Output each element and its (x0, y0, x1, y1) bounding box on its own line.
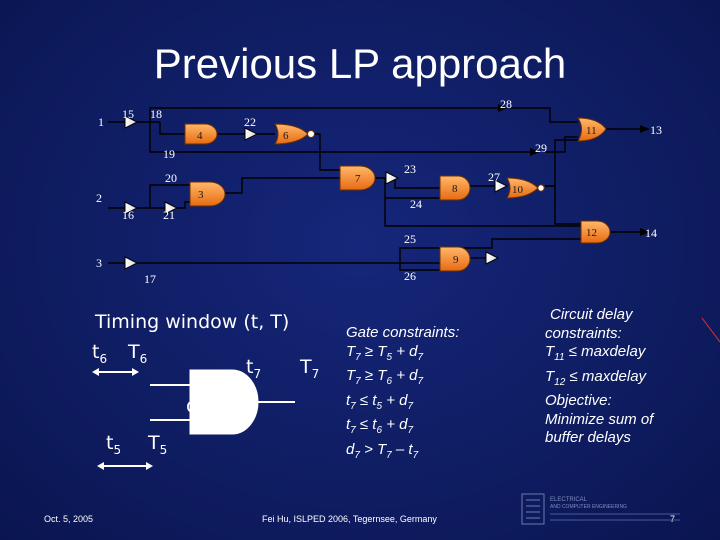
net-label-15: 15 (122, 107, 134, 121)
arrow-13 (640, 125, 650, 133)
constraint-4: t7 ≤ t6 + d7 (346, 416, 414, 436)
net-label-22: 22 (244, 115, 256, 129)
window-arrow-6-left (92, 368, 99, 376)
window-arrow-5-left (97, 462, 104, 470)
circuit-heading-2: constraints: (545, 324, 622, 342)
net-label-3: 3 (96, 256, 102, 270)
net-label-16: 16 (122, 208, 134, 222)
gate-12 (580, 220, 611, 244)
constraint-2: T7 ≥ T6 + d7 (346, 367, 424, 387)
footer-date: Oct. 5, 2005 (44, 514, 94, 524)
arrow-28 (498, 104, 508, 112)
page-number: 7 (670, 514, 676, 524)
gate-label-12: 12 (586, 227, 597, 239)
gate-label-6: 6 (283, 130, 289, 142)
net-label-24: 24 (410, 197, 422, 211)
logo-emblem (521, 493, 545, 525)
gate-11 (577, 117, 607, 142)
gate-6 (274, 123, 309, 145)
circuit-heading-1: Circuit delay (550, 306, 633, 323)
objective-label: Objective: (545, 392, 612, 409)
logo-emblem-lines (526, 499, 540, 519)
objective-line-2: buffer delays (545, 429, 631, 446)
gate-4 (184, 123, 218, 145)
gate-label-4: 4 (197, 130, 203, 142)
wires (108, 107, 640, 271)
window-arrow-5-right (146, 462, 153, 470)
arrow-14 (640, 228, 650, 236)
buffer-27 (494, 179, 509, 193)
buffer-17 (124, 256, 139, 270)
buffer-21 (164, 201, 179, 215)
logo-line-1: ELECTRICAL (550, 497, 588, 503)
net-label-19: 19 (163, 147, 175, 161)
buffer-16 (124, 201, 139, 215)
decorative-line (701, 317, 720, 343)
label-d7: d7 (186, 395, 206, 420)
net-label-23: 23 (404, 162, 416, 176)
output-arrows (498, 104, 650, 236)
buffer-26 (485, 251, 500, 265)
gate-label-11: 11 (586, 125, 597, 137)
gate-7 (339, 165, 376, 191)
buffer-22 (244, 127, 259, 141)
net-label-1: 1 (98, 115, 104, 129)
gates (184, 117, 611, 272)
gate-label-3: 3 (198, 189, 204, 201)
net-label-25: 25 (404, 232, 416, 246)
footer-citation: Fei Hu, ISLPED 2006, Tegernsee, Germany (262, 514, 437, 524)
net-label-26: 26 (404, 269, 416, 283)
net-label-20: 20 (165, 171, 177, 185)
gate-constraints-heading: Gate constraints: (346, 324, 460, 341)
label-t7: t7 (246, 356, 262, 381)
window-arrow-6-right (132, 368, 139, 376)
gate-10-bubble (537, 184, 545, 192)
constraint-1: T7 ≥ T5 + d7 (346, 342, 424, 363)
gate-10 (506, 177, 539, 199)
net-label-28: 28 (500, 97, 512, 111)
gate-label-7: 7 (355, 173, 361, 185)
net-label-21: 21 (163, 208, 175, 222)
gate-label-8: 8 (452, 183, 458, 195)
gate-3 (189, 181, 226, 207)
circuit-delay-constraints: Circuit delay constraints: T11 ≤ maxdela… (545, 306, 653, 448)
net-label-29: 29 (535, 141, 547, 155)
net-label-27: 27 (488, 170, 500, 184)
net-label-13: 13 (650, 123, 662, 137)
buffers (124, 115, 509, 270)
net-label-18: 18 (150, 107, 162, 121)
gate-8 (439, 175, 471, 201)
label-T6: T6 (128, 341, 148, 366)
arrow-29 (530, 148, 540, 156)
timing-window-heading: Timing window (t, T) (95, 311, 290, 333)
timing-window-graphic (92, 368, 295, 470)
buffer-15 (124, 115, 139, 129)
label-T5: T5 (148, 432, 168, 457)
gate-7-large (189, 369, 259, 435)
label-t5: t5 (106, 432, 122, 457)
gate-label-9: 9 (453, 254, 459, 266)
ece-logo: ELECTRICAL AND COMPUTER ENGINEERING (521, 493, 680, 525)
circuit-line-2: T12 ≤ maxdelay (545, 367, 647, 388)
circuit-line-1: T11 ≤ maxdelay (545, 343, 646, 363)
label-T7: T7 (300, 356, 320, 381)
constraint-3: t7 ≤ t5 + d7 (346, 391, 414, 412)
constraint-5: d7 > T7 – t7 (346, 440, 419, 461)
gate-label-10: 10 (512, 184, 524, 196)
logo-line-2: AND COMPUTER ENGINEERING (550, 504, 627, 510)
logo-rules (550, 513, 680, 521)
gate-6-bubble (307, 130, 315, 138)
net-label-2: 2 (96, 191, 102, 205)
objective-line-1: Minimize sum of (545, 410, 654, 428)
net-label-17: 17 (144, 272, 156, 286)
label-t6: t6 (92, 341, 108, 366)
slide-title: Previous LP approach (153, 40, 567, 87)
gate-9 (439, 246, 471, 272)
net-label-14: 14 (645, 226, 657, 240)
gate-constraints: Gate constraints: T7 ≥ T5 + d7 T7 ≥ T6 +… (346, 324, 459, 465)
buffer-23 (385, 171, 400, 185)
